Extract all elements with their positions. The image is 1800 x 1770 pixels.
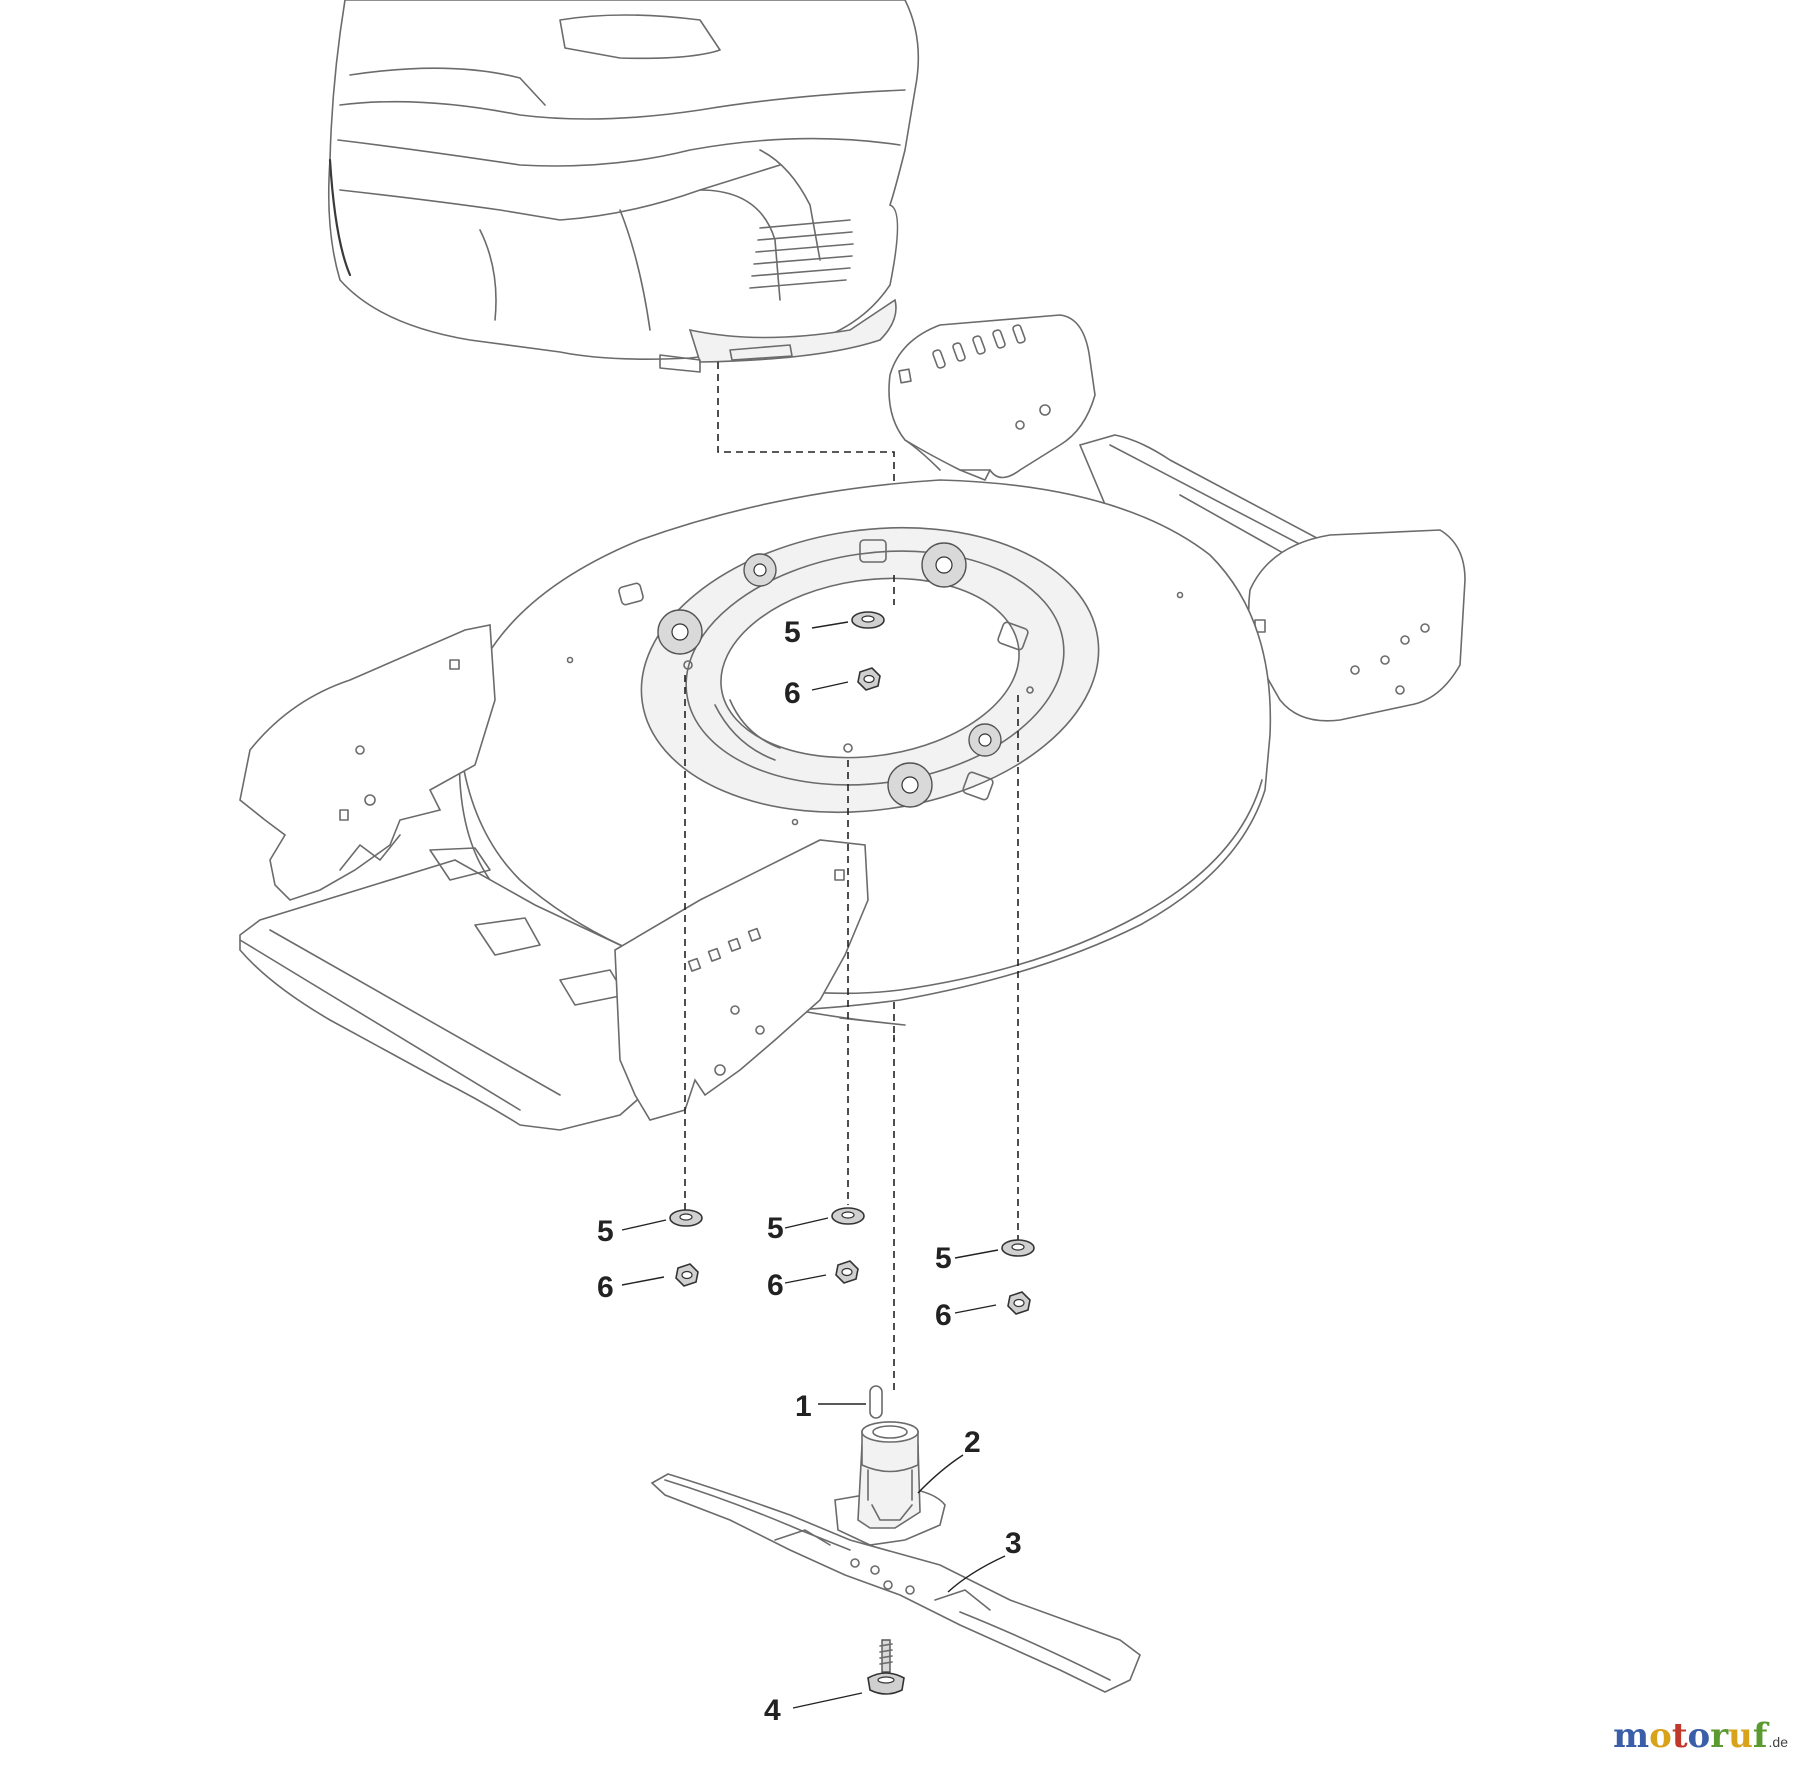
- callout-nut-top: 6: [784, 677, 801, 710]
- callout-nut-right: 6: [935, 1299, 952, 1332]
- callout-blade: 3: [1005, 1527, 1022, 1560]
- assembly-lines: [684, 575, 1019, 1395]
- callout-washer-right: 5: [935, 1242, 952, 1275]
- callout-washer-left: 5: [597, 1215, 614, 1248]
- nut: [835, 1260, 859, 1284]
- mount-boss: [618, 539, 1029, 808]
- watermark-tld: .de: [1768, 1734, 1788, 1750]
- leader-lines: [621, 621, 1006, 1709]
- washer: [851, 611, 885, 629]
- callout-washer-top: 5: [784, 616, 801, 649]
- blade-adapter: [834, 1421, 946, 1546]
- watermark-letter: o: [1649, 1716, 1672, 1756]
- callout-nut-left: 6: [597, 1271, 614, 1304]
- callout-key: 1: [795, 1390, 812, 1423]
- watermark-letter: f: [1752, 1716, 1768, 1756]
- shaft-key: [869, 1385, 883, 1419]
- washer: [669, 1209, 703, 1227]
- watermark-letter: o: [1687, 1716, 1711, 1756]
- right-height-plate: [1247, 529, 1466, 722]
- nut: [675, 1263, 699, 1287]
- callout-labels: 5 6 5 5 5 6 6 6 1 2 3 4: [597, 616, 1022, 1727]
- mower-blade: [650, 1473, 1141, 1693]
- watermark-letter: t: [1671, 1716, 1688, 1756]
- washer: [1001, 1239, 1035, 1257]
- callout-bolt: 4: [764, 1694, 781, 1727]
- washer: [831, 1207, 865, 1225]
- nut: [857, 667, 881, 691]
- left-height-plate: [239, 624, 496, 901]
- watermark-letter: u: [1728, 1716, 1753, 1756]
- callout-adapter: 2: [964, 1426, 981, 1459]
- watermark-letter: m: [1613, 1716, 1650, 1756]
- callout-washer-mid: 5: [767, 1212, 784, 1245]
- rear-height-adjuster: [888, 314, 1096, 481]
- front-height-plate: [614, 839, 869, 1121]
- motor-housing: [327, 0, 920, 373]
- callout-nut-mid: 6: [767, 1269, 784, 1302]
- nut: [1007, 1291, 1031, 1315]
- brand-watermark: m o t o r u f .de: [1613, 1716, 1788, 1756]
- blade-bolt: [867, 1639, 905, 1695]
- watermark-letter: r: [1710, 1716, 1729, 1756]
